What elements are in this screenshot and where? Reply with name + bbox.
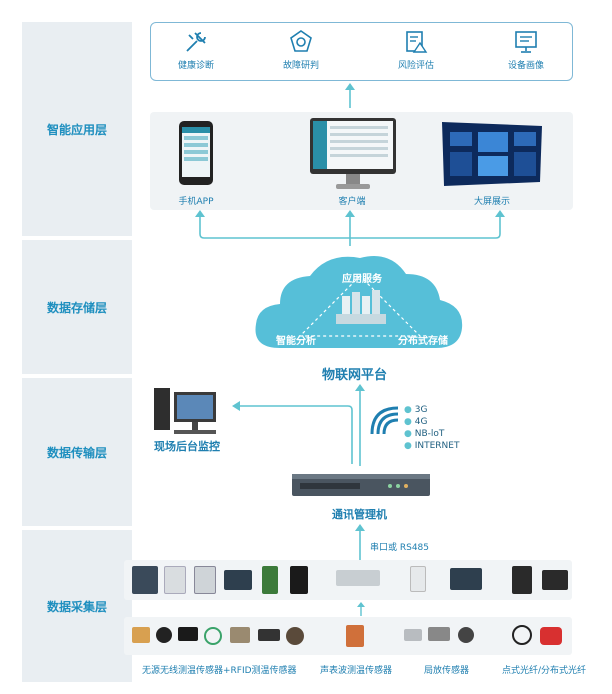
board-device (262, 566, 278, 594)
desktop-monitor-icon (310, 118, 396, 189)
network-node-icon (290, 30, 312, 52)
function-label: 故障研判 (282, 61, 319, 71)
network-list: ● 3G ● 4G ● NB-loT ● INTERNET (404, 404, 459, 452)
sensor-item (404, 629, 422, 641)
device-panel: 手机APP 客户端 大屏展示 (150, 112, 573, 210)
server-cluster (336, 290, 386, 324)
layer-label: 数据存储层 (46, 300, 107, 315)
function-box: 健康诊断 故障研判 风险评估 设备画像 (150, 22, 573, 81)
link-label: 串口或 RS485 (370, 543, 430, 553)
comm-manager-device (292, 474, 430, 496)
manager-label: 通讯管理机 (332, 508, 387, 521)
layer-label: 数据采集层 (46, 599, 107, 614)
layer-transport: 数据传输层 (22, 378, 132, 526)
sensor-label: 点式光纤/分布式光纤 (502, 666, 587, 676)
meter-device (132, 566, 158, 594)
arrow-to-platform (355, 384, 365, 466)
network-item: ● NB-loT (404, 429, 445, 439)
monitor-label: 现场后台监控 (154, 440, 220, 453)
network-item: ● 4G (404, 417, 428, 427)
sensor-item (204, 627, 222, 645)
sensor-item (428, 627, 450, 641)
cloud-storage-label: 分布式存储 (398, 336, 448, 347)
sensor-item (512, 625, 532, 645)
layer-application: 智能应用层 (22, 22, 132, 236)
arrow-to-monitor (232, 401, 353, 464)
sensor-box (410, 566, 426, 592)
function-health: 健康诊断 (151, 29, 241, 71)
sensor-label: 局放传感器 (424, 666, 470, 676)
sensor-item (178, 627, 198, 641)
sensor-item (346, 625, 364, 647)
wifi-icon (370, 406, 399, 435)
network-item: ● INTERNET (404, 441, 460, 451)
sensor-item (458, 627, 474, 643)
cloud-service-label: 应用服务 (342, 274, 382, 285)
risk-document-icon (406, 31, 428, 53)
function-profile: 设备画像 (481, 29, 571, 71)
sensor-item (156, 627, 172, 643)
cloud-shape (255, 256, 463, 348)
display-device (224, 570, 252, 590)
function-label: 健康诊断 (177, 61, 214, 71)
sensor-item (132, 627, 150, 643)
arrow-to-manager (355, 524, 365, 560)
arrow-up (345, 83, 355, 108)
sensor-label: 无源无线测温传感器+RFID测温传感器 (142, 666, 297, 676)
sensor-item (286, 627, 304, 645)
layer-label: 数据传输层 (46, 445, 107, 460)
function-label: 设备画像 (507, 61, 544, 71)
device-label: 手机APP (178, 197, 214, 207)
big-screen-icon (442, 122, 542, 186)
monitor-profile-icon (515, 31, 537, 53)
device-label: 客户端 (338, 197, 366, 207)
function-fault: 故障研判 (256, 29, 346, 71)
display-device (450, 568, 482, 590)
network-item: ● 3G (404, 405, 428, 415)
case-device (512, 566, 532, 594)
layer-storage: 数据存储层 (22, 240, 132, 374)
antenna-device (336, 570, 380, 586)
layer-label: 智能应用层 (46, 122, 107, 137)
device-label: 大屏展示 (473, 197, 510, 207)
connector-lines (195, 210, 505, 246)
platform-label: 物联网平台 (322, 368, 388, 383)
workstation-icon (154, 388, 216, 434)
layer-collection: 数据采集层 (22, 530, 132, 682)
meter-device (194, 566, 216, 594)
arrow-strip (357, 602, 365, 616)
function-label: 风险评估 (397, 61, 434, 71)
device-strip (124, 560, 572, 600)
sensor-item (258, 629, 280, 641)
sensor-item (230, 627, 250, 643)
tools-icon (186, 32, 206, 52)
sensor-strip (124, 617, 572, 655)
sensor-label: 声表波测温传感器 (320, 666, 393, 676)
box-device (290, 566, 308, 594)
rack-device (542, 570, 568, 590)
meter-device (164, 566, 186, 594)
cloud-analysis-label: 智能分析 (276, 336, 316, 347)
function-risk: 风险评估 (371, 29, 461, 71)
sensor-item (540, 627, 562, 645)
phone-icon (179, 121, 213, 185)
